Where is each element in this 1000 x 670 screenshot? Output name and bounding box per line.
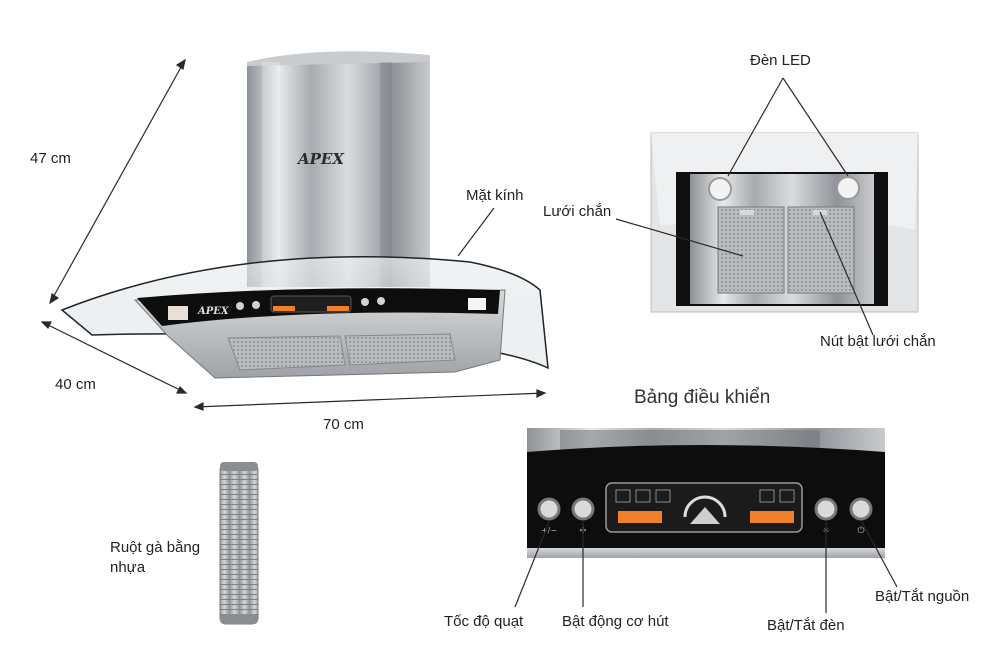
- glass-callout-line: [457, 207, 495, 257]
- width-dimension-label: 70 cm: [323, 416, 364, 433]
- hood-chimney: [247, 62, 430, 287]
- brand-logo-panel: APEX: [198, 306, 229, 317]
- motor-button: [571, 497, 595, 521]
- filter-label: Lưới chắn: [543, 203, 612, 220]
- flexible-duct: [219, 462, 259, 625]
- light-button: [814, 497, 838, 521]
- brand-logo-chimney: APEX: [298, 150, 344, 168]
- grease-filter-right: [787, 206, 855, 294]
- grease-filter-left: [717, 206, 785, 294]
- power-toggle-label: Bật/Tắt nguồn: [875, 588, 970, 605]
- duct-label: Ruột gà bằng nhựa: [110, 539, 201, 576]
- power-button: [849, 497, 873, 521]
- glass-label: Mặt kính: [466, 187, 524, 204]
- fan-speed-button: [537, 497, 561, 521]
- svg-text:+/−: +/−: [541, 526, 557, 535]
- depth-dimension-label: 40 cm: [55, 376, 96, 393]
- control-panel-closeup: +/− ✣ ☼ ⏻: [527, 428, 885, 558]
- panel-callout-lines: [514, 521, 898, 613]
- range-hood-illustration: [60, 51, 549, 379]
- svg-text:⏻: ⏻: [857, 525, 864, 536]
- front-callout-lines: [615, 77, 874, 336]
- fan-speed-label: Tốc độ quạt: [444, 613, 524, 630]
- led-label: Đèn LED: [750, 52, 811, 69]
- filter-release-label: Nút bật lưới chắn: [820, 333, 936, 350]
- led-left: [708, 177, 732, 201]
- light-toggle-label: Bật/Tắt đèn: [767, 617, 845, 634]
- motor-label: Bật động cơ hút: [562, 613, 669, 630]
- hood-front-view: [650, 132, 919, 313]
- height-dimension-label: 47 cm: [30, 150, 71, 167]
- control-panel-title: Bảng điều khiển: [634, 387, 771, 408]
- led-right: [836, 176, 860, 200]
- dimension-lines: [40, 58, 547, 411]
